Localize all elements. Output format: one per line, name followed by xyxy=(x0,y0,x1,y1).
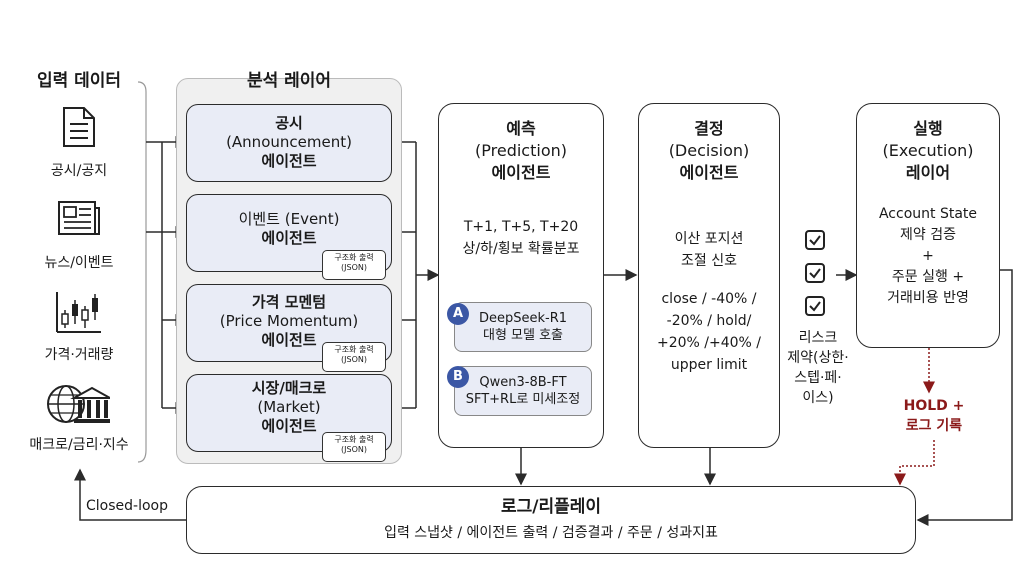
execution-body: 제약 검증 xyxy=(900,227,956,243)
hold-line2: 로그 기록 xyxy=(905,418,963,434)
execution-body: Account State xyxy=(878,206,978,222)
market-agent-line3: 에이전트 xyxy=(261,417,317,435)
model-a-badge: A xyxy=(447,303,469,325)
json-tag-line1: 구조화 출력 xyxy=(334,435,374,444)
decision-agent: 결정 (Decision) 에이전트 이산 포지션 조절 신호 close / … xyxy=(638,103,780,448)
execution-body: 거래비용 반영 xyxy=(887,290,969,306)
price-momentum-agent: 가격 모멘텀 (Price Momentum) 에이전트 xyxy=(186,284,392,362)
json-tag-line2: (JSON) xyxy=(341,355,367,364)
json-output-tag: 구조화 출력 (JSON) xyxy=(322,250,386,280)
price-momentum-agent-line3: 에이전트 xyxy=(261,331,317,349)
model-option-b: Qwen3-8B-FT SFT+RL로 미세조정 xyxy=(454,366,592,416)
decision-option: +20% /+40% / xyxy=(656,335,762,351)
execution-title-3: 레이어 xyxy=(905,163,951,182)
json-output-tag: 구조화 출력 (JSON) xyxy=(322,432,386,462)
checkbox-checked-icon xyxy=(805,230,825,250)
announcement-agent: 공시 (Announcement) 에이전트 xyxy=(186,104,392,182)
execution-title-1: 실행 xyxy=(913,119,943,138)
model-a-name: DeepSeek-R1 xyxy=(478,311,568,326)
input-label-news: 뉴스/이벤트 xyxy=(44,255,114,271)
hold-line1: HOLD + xyxy=(903,398,965,414)
risk-constraints-label: 리스크 제약(상한· 스텝·페· 이스) xyxy=(780,328,856,408)
prediction-horizons: T+1, T+5, T+20 xyxy=(463,219,579,235)
execution-body: 주문 실행 + xyxy=(891,269,965,285)
analysis-title: 분석 레이어 xyxy=(246,71,332,91)
globe-bank-icon xyxy=(47,385,110,423)
prediction-title-3: 에이전트 xyxy=(491,163,551,182)
announcement-agent-line3: 에이전트 xyxy=(261,152,317,170)
market-agent-line1: 시장/매크로 xyxy=(251,379,327,397)
log-subtitle: 입력 스냅샷 / 에이전트 출력 / 검증결과 / 주문 / 성과지표 xyxy=(384,525,718,541)
decision-body-2: 조절 신호 xyxy=(681,253,737,269)
model-b-name: Qwen3-8B-FT xyxy=(479,375,567,390)
event-agent-line2: 에이전트 xyxy=(261,229,317,247)
json-tag-line1: 구조화 출력 xyxy=(334,253,374,262)
event-agent-line1: 이벤트 (Event) xyxy=(238,210,340,228)
json-tag-line2: (JSON) xyxy=(341,445,367,454)
announcement-agent-line1: 공시 xyxy=(275,114,303,132)
announcement-agent-line2: (Announcement) xyxy=(226,133,352,151)
log-replay-box: 로그/리플레이 입력 스냅샷 / 에이전트 출력 / 검증결과 / 주문 / 성… xyxy=(186,486,916,554)
decision-option: upper limit xyxy=(670,357,748,373)
decision-title-2: (Decision) xyxy=(668,141,750,160)
risk-line: 스텝·페· xyxy=(794,370,842,386)
json-output-tag: 구조화 출력 (JSON) xyxy=(322,342,386,372)
prediction-distribution: 상/하/횡보 확률분포 xyxy=(462,241,580,257)
execution-title-2: (Execution) xyxy=(882,141,974,160)
json-tag-line1: 구조화 출력 xyxy=(334,345,374,354)
newspaper-icon xyxy=(58,201,100,235)
input-label-macro: 매크로/금리·지수 xyxy=(29,437,129,453)
json-tag-line2: (JSON) xyxy=(341,263,367,272)
checkbox-checked-icon xyxy=(805,263,825,283)
decision-title-3: 에이전트 xyxy=(679,163,739,182)
execution-layer: 실행 (Execution) 레이어 Account State 제약 검증 +… xyxy=(856,103,1000,348)
decision-option: close / -40% / xyxy=(661,291,757,307)
price-momentum-agent-line1: 가격 모멘텀 xyxy=(251,293,327,311)
model-b-desc: SFT+RL로 미세조정 xyxy=(465,392,581,407)
risk-line: 이스) xyxy=(802,390,834,406)
closed-loop-label: Closed-loop xyxy=(84,498,170,514)
decision-option: -20% / hold/ xyxy=(666,313,752,329)
input-label-announcement: 공시/공지 xyxy=(50,163,108,179)
document-icon xyxy=(63,107,95,147)
input-label-price: 가격·거래량 xyxy=(44,347,114,363)
price-momentum-agent-line2: (Price Momentum) xyxy=(219,312,359,330)
candlestick-chart-icon xyxy=(56,292,101,333)
log-title: 로그/리플레이 xyxy=(500,497,602,517)
prediction-title-1: 예측 xyxy=(506,119,536,138)
input-title: 입력 데이터 xyxy=(36,71,122,91)
risk-line: 제약(상한· xyxy=(787,350,849,366)
model-option-a: DeepSeek-R1 대형 모델 호출 xyxy=(454,302,592,352)
decision-title-1: 결정 xyxy=(694,119,724,138)
decision-body-1: 이산 포지션 xyxy=(674,231,744,247)
checkbox-checked-icon xyxy=(805,296,825,316)
prediction-title-2: (Prediction) xyxy=(475,141,567,160)
hold-log-label: HOLD + 로그 기록 xyxy=(884,396,984,436)
risk-line: 리스크 xyxy=(798,330,838,346)
model-b-badge: B xyxy=(447,366,469,388)
market-agent-line2: (Market) xyxy=(257,398,321,416)
model-a-desc: 대형 모델 호출 xyxy=(482,328,564,343)
execution-body: + xyxy=(922,248,934,264)
